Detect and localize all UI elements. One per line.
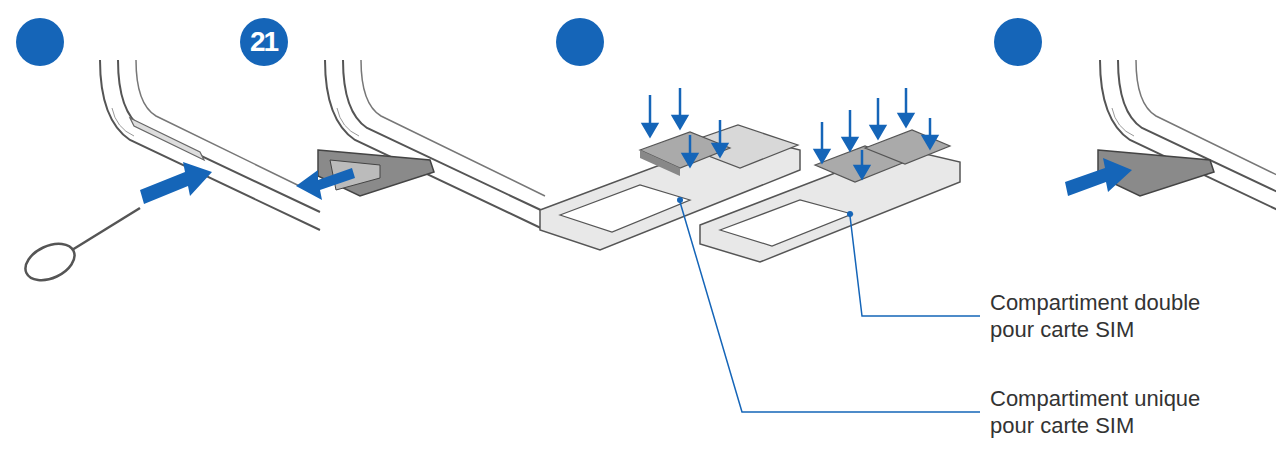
callout-number: 21 [250,27,277,57]
step-circle [556,18,604,66]
eject-pin [72,208,140,250]
sim-tray [318,150,434,196]
eject-pin [20,237,81,288]
part-label: Compartiment unique pour carte SIM [990,385,1220,439]
eject-arrow [296,168,355,200]
step-circle [16,18,64,66]
push-arrows [643,88,937,178]
part-label: Compartiment double pour carte SIM [990,289,1220,343]
insert-arrow [1065,158,1132,196]
step-circle [240,18,288,66]
double-sim-tray [700,130,960,262]
leader-line [850,216,980,316]
insert-arrow [140,162,212,204]
leader-line [680,202,980,412]
sim-slot [130,118,204,160]
step-circle [994,18,1042,66]
